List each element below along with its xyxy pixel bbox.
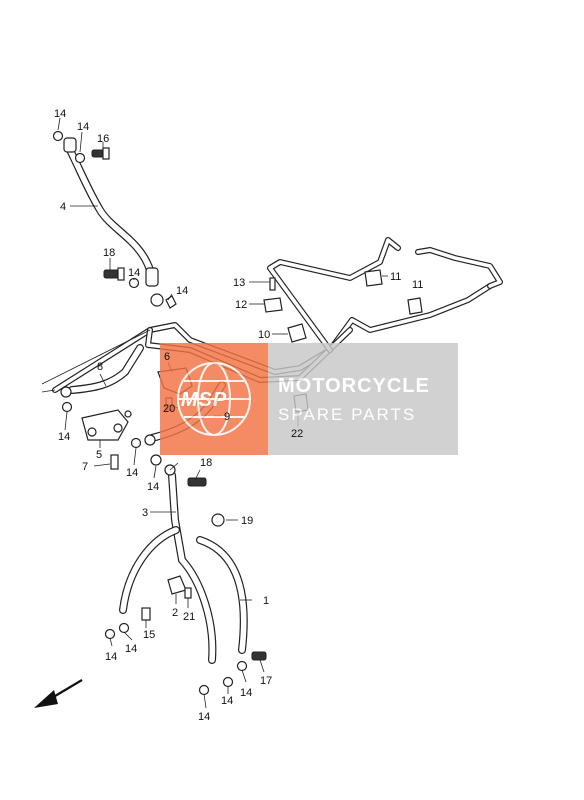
- callout-14: 14: [105, 651, 117, 663]
- callout-4: 4: [60, 201, 66, 213]
- callout-2: 2: [172, 607, 178, 619]
- clamp-11-left: [364, 269, 383, 287]
- callout-11: 11: [390, 271, 401, 283]
- watermark-subtitle: SPARE PARTS: [278, 405, 416, 424]
- callout-20: 20: [163, 403, 175, 415]
- callout-1: 1: [263, 595, 269, 607]
- watermark: MSP MOTORCYCLE SPARE PARTS: [160, 343, 458, 455]
- callout-14: 14: [58, 431, 70, 443]
- callout-5: 5: [96, 449, 102, 461]
- callout-8: 8: [97, 361, 103, 373]
- globe-icon: [177, 362, 251, 436]
- callout-7: 7: [82, 461, 88, 473]
- callout-17: 17: [260, 675, 272, 687]
- callout-14: 14: [54, 108, 66, 120]
- callout-14: 14: [240, 687, 252, 699]
- brake-hose-3: [119, 471, 217, 664]
- bolt-13: [269, 277, 276, 291]
- callout-14: 14: [77, 121, 89, 133]
- callout-16: 16: [97, 133, 109, 145]
- callout-11: 11: [412, 279, 423, 291]
- callout-14: 14: [128, 267, 140, 279]
- clamp-12: [263, 297, 283, 313]
- callout-14: 14: [198, 711, 210, 723]
- lower-fittings: [104, 454, 267, 696]
- callout-15: 15: [143, 629, 155, 641]
- watermark-title: MOTORCYCLE: [278, 375, 430, 397]
- callout-3: 3: [142, 507, 148, 519]
- front-brake-hose-upper: [52, 130, 177, 309]
- callout-18: 18: [103, 247, 115, 259]
- callout-14: 14: [126, 467, 138, 479]
- brake-hose-1: [196, 536, 248, 654]
- union-bolt-16: [91, 147, 110, 160]
- callout-13: 13: [233, 277, 245, 289]
- callout-14: 14: [147, 481, 159, 493]
- callout-9: 9: [224, 411, 230, 423]
- callout-18: 18: [200, 457, 212, 469]
- callout-6: 6: [164, 351, 170, 363]
- callout-14: 14: [176, 285, 188, 297]
- brake-joint-5: [61, 401, 142, 470]
- callout-10: 10: [258, 329, 270, 341]
- union-bolt-18-upper: [103, 267, 125, 281]
- callout-22: 22: [291, 428, 303, 440]
- front-direction-arrow-icon: [34, 679, 83, 708]
- callout-19: 19: [241, 515, 253, 527]
- watermark-logo-text: MSP: [181, 389, 227, 411]
- clamp-11-right: [407, 297, 423, 315]
- callout-14: 14: [221, 695, 233, 707]
- clamp-10: [287, 323, 307, 343]
- callout-12: 12: [235, 299, 247, 311]
- callout-labels: 14 14 16 4 18 14 14 13 11 11 12 10 8 6 9…: [54, 108, 423, 723]
- callout-14: 14: [125, 643, 137, 655]
- callout-21: 21: [183, 611, 195, 623]
